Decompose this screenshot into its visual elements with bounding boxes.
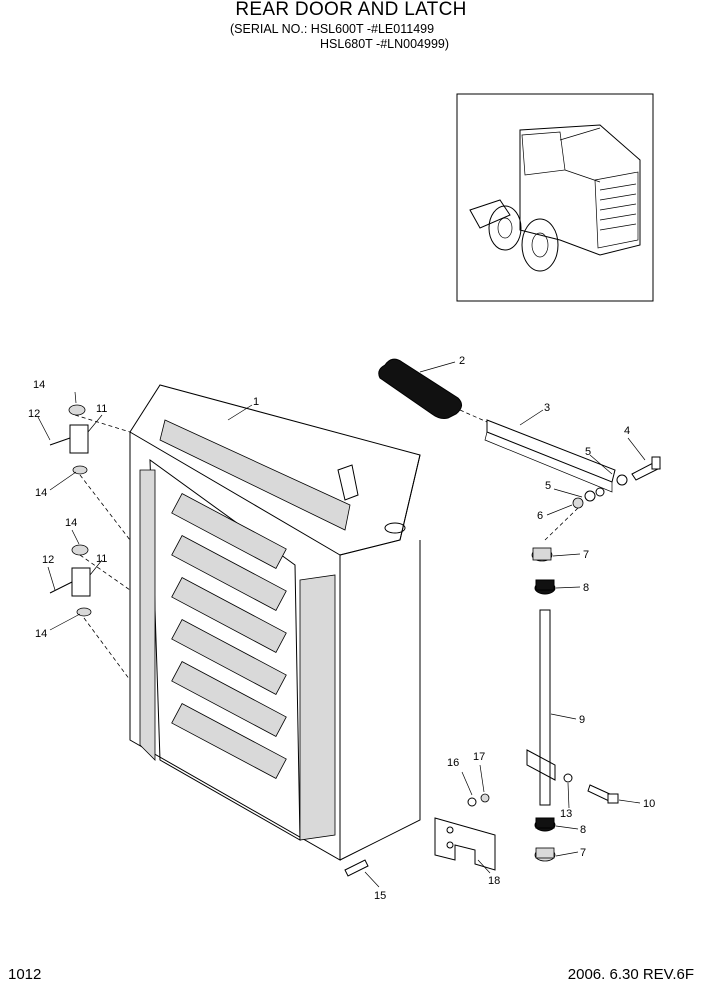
latch-lever-part-3 (459, 409, 616, 493)
callout-1: 1 (253, 396, 259, 408)
hinge-parts-lower (49, 544, 131, 681)
callout-2: 2 (459, 355, 465, 367)
revision-date: 2006. 6.30 REV.6F (567, 966, 694, 983)
callout-12-upper: 12 (28, 408, 40, 420)
callout-14-d: 14 (35, 628, 47, 640)
serial-line-2: HSL680T -#LN004999) (320, 37, 450, 51)
callout-16: 16 (447, 757, 459, 769)
callout-8-upper: 8 (583, 582, 589, 594)
rear-door-part-1 (129, 384, 421, 861)
serial-line-1: (SERIAL NO.: HSL600T -#LE011499 (230, 22, 435, 36)
callout-15: 15 (374, 890, 386, 902)
callout-13: 13 (560, 808, 572, 820)
callout-11-upper: 11 (96, 403, 107, 415)
callout-7-lower: 7 (580, 847, 586, 859)
callout-18: 18 (488, 875, 500, 887)
striker-plate-assembly (344, 793, 496, 877)
callout-8-lower: 8 (580, 824, 586, 836)
bolt-washer-nut-parts (544, 456, 661, 541)
callout-6: 6 (537, 510, 543, 522)
callout-4: 4 (624, 425, 630, 437)
leader-lines (37, 361, 646, 888)
callout-14-a: 14 (33, 379, 45, 391)
callout-labels: 1 2 3 4 5 5 6 7 8 9 10 13 8 7 15 16 17 1… (28, 355, 655, 902)
handle-part-2 (378, 358, 462, 419)
callout-14-c: 14 (65, 517, 77, 529)
hinge-parts-upper (49, 404, 131, 541)
callout-17: 17 (473, 751, 485, 763)
page-title: REAR DOOR AND LATCH (235, 0, 467, 20)
latch-shaft-assembly (526, 547, 556, 862)
callout-3: 3 (544, 402, 550, 414)
callout-11-lower: 11 (96, 553, 107, 565)
callout-5-upper: 5 (585, 446, 591, 458)
callout-7-upper: 7 (583, 549, 589, 561)
callout-12-lower: 12 (42, 554, 54, 566)
machine-inset (456, 93, 654, 302)
callout-5-lower: 5 (545, 480, 551, 492)
bolt-10-and-pin-13 (563, 773, 619, 804)
callout-10: 10 (643, 798, 655, 810)
page-number: 1012 (8, 966, 42, 983)
callout-9: 9 (579, 714, 585, 726)
callout-14-b: 14 (35, 487, 47, 499)
